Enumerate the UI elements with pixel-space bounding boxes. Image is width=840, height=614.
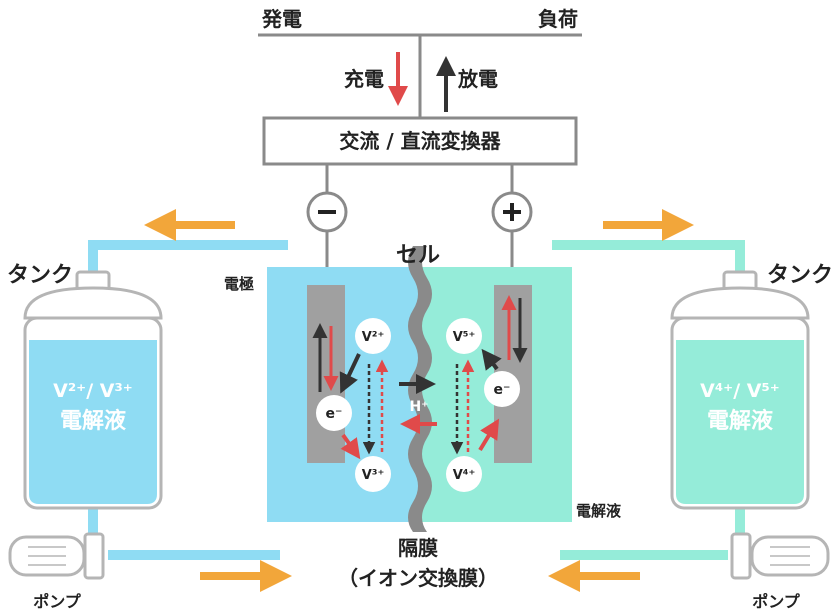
- svg-text:V²⁺: V²⁺: [362, 330, 385, 345]
- svg-text:V⁴⁺: V⁴⁺: [453, 468, 476, 483]
- left-pump: [8, 532, 105, 580]
- tank-right-species: V⁴⁺/ V⁵⁺: [700, 380, 780, 402]
- electrolyte-label: 電解液: [576, 502, 622, 520]
- left-tank: [23, 270, 163, 510]
- v4-ion: [446, 456, 482, 492]
- converter-box: [262, 116, 578, 166]
- load-label: 負荷: [538, 7, 578, 31]
- tank-left-species: V²⁺/ V³⁺: [53, 380, 133, 402]
- pump-right-label: ポンプ: [752, 592, 801, 611]
- tank-left-label: タンク: [7, 263, 73, 288]
- v5-ion: [446, 318, 482, 354]
- discharge-label: 放電: [457, 67, 498, 91]
- svg-text:e⁻: e⁻: [494, 382, 511, 398]
- right-pump: [730, 532, 830, 580]
- electron-right: [484, 371, 520, 407]
- svg-text:e⁻: e⁻: [326, 406, 343, 422]
- svg-text:V³⁺: V³⁺: [362, 468, 385, 483]
- membrane-label: 隔膜: [398, 536, 438, 560]
- right-tank: [670, 270, 810, 510]
- pump-left-label: ポンプ: [33, 592, 82, 611]
- electron-left: [316, 395, 352, 431]
- electrode-label: 電極: [224, 275, 254, 293]
- membrane-sub-label: （イオン交換膜）: [338, 566, 498, 590]
- converter-label: 交流 / 直流変換器: [339, 129, 501, 153]
- minus-icon: [318, 210, 336, 214]
- h-ion-label: H⁺: [409, 399, 428, 415]
- cell-label: セル: [396, 243, 440, 268]
- tank-right-electrolyte: 電解液: [707, 408, 773, 434]
- generation-label: 発電: [261, 7, 302, 31]
- v2-ion: [355, 318, 391, 354]
- tank-left-electrolyte: 電解液: [60, 408, 126, 434]
- tank-right-label: タンク: [767, 263, 833, 288]
- v3-ion: [355, 456, 391, 492]
- svg-text:V⁵⁺: V⁵⁺: [453, 330, 476, 345]
- negative-electrode: [307, 285, 345, 463]
- charge-label: 充電: [344, 67, 384, 91]
